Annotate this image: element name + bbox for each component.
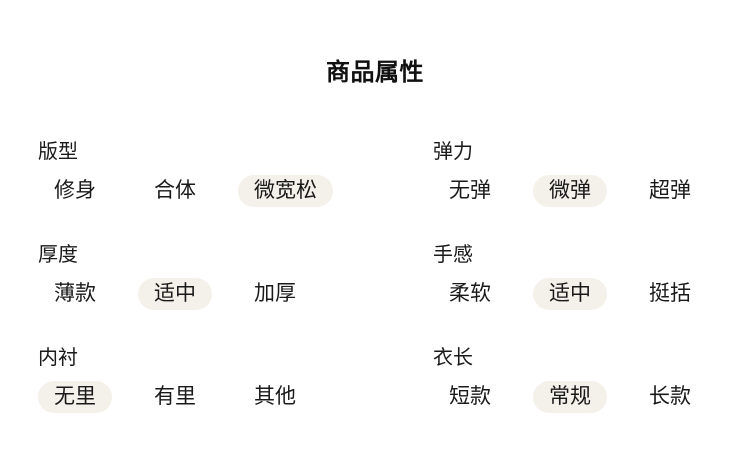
attribute-option[interactable]: 加厚 <box>238 278 312 310</box>
attribute-options-row: 修身 合体 微宽松 <box>38 175 348 207</box>
attribute-option[interactable]: 微宽松 <box>238 175 333 207</box>
attribute-option[interactable]: 薄款 <box>38 278 112 310</box>
attribute-group-label: 衣长 <box>433 347 473 369</box>
attribute-options-row: 柔软 适中 挺括 <box>433 278 712 310</box>
attribute-option[interactable]: 柔软 <box>433 278 507 310</box>
attribute-options-row: 无里 有里 其他 <box>38 381 348 413</box>
attribute-option[interactable]: 其他 <box>238 381 312 413</box>
attribute-option[interactable]: 无弹 <box>433 175 507 207</box>
attribute-option[interactable]: 短款 <box>433 381 507 413</box>
attribute-groups: 版型 修身 合体 微宽松 弹力 无弹 微弹 超弹 厚度 薄款 适中 加厚 手感 … <box>38 142 712 413</box>
attribute-options-row: 无弹 微弹 超弹 <box>433 175 712 207</box>
attribute-option[interactable]: 超弹 <box>633 175 707 207</box>
attribute-option[interactable]: 合体 <box>138 175 212 207</box>
attribute-group-label: 内衬 <box>38 347 78 369</box>
attribute-group-feel: 手感 柔软 适中 挺括 <box>433 245 712 310</box>
attribute-group-elasticity: 弹力 无弹 微弹 超弹 <box>433 142 712 207</box>
attribute-option[interactable]: 有里 <box>138 381 212 413</box>
attribute-group-label: 手感 <box>433 244 473 266</box>
attribute-option[interactable]: 挺括 <box>633 278 707 310</box>
attribute-option[interactable]: 修身 <box>38 175 112 207</box>
attribute-option[interactable]: 微弹 <box>533 175 607 207</box>
attribute-group-fit: 版型 修身 合体 微宽松 <box>38 142 348 207</box>
attribute-option[interactable]: 长款 <box>633 381 707 413</box>
attribute-option[interactable]: 适中 <box>533 278 607 310</box>
attribute-options-row: 薄款 适中 加厚 <box>38 278 348 310</box>
attribute-option[interactable]: 无里 <box>38 381 112 413</box>
attribute-group-thickness: 厚度 薄款 适中 加厚 <box>38 245 348 310</box>
attribute-options-row: 短款 常规 长款 <box>433 381 712 413</box>
attribute-group-length: 衣长 短款 常规 长款 <box>433 348 712 413</box>
attribute-group-label: 版型 <box>38 141 78 163</box>
page-title: 商品属性 <box>326 59 424 86</box>
attribute-group-lining: 内衬 无里 有里 其他 <box>38 348 348 413</box>
attribute-group-label: 弹力 <box>433 141 473 163</box>
attribute-option[interactable]: 适中 <box>138 278 212 310</box>
attribute-option[interactable]: 常规 <box>533 381 607 413</box>
attribute-group-label: 厚度 <box>38 244 78 266</box>
